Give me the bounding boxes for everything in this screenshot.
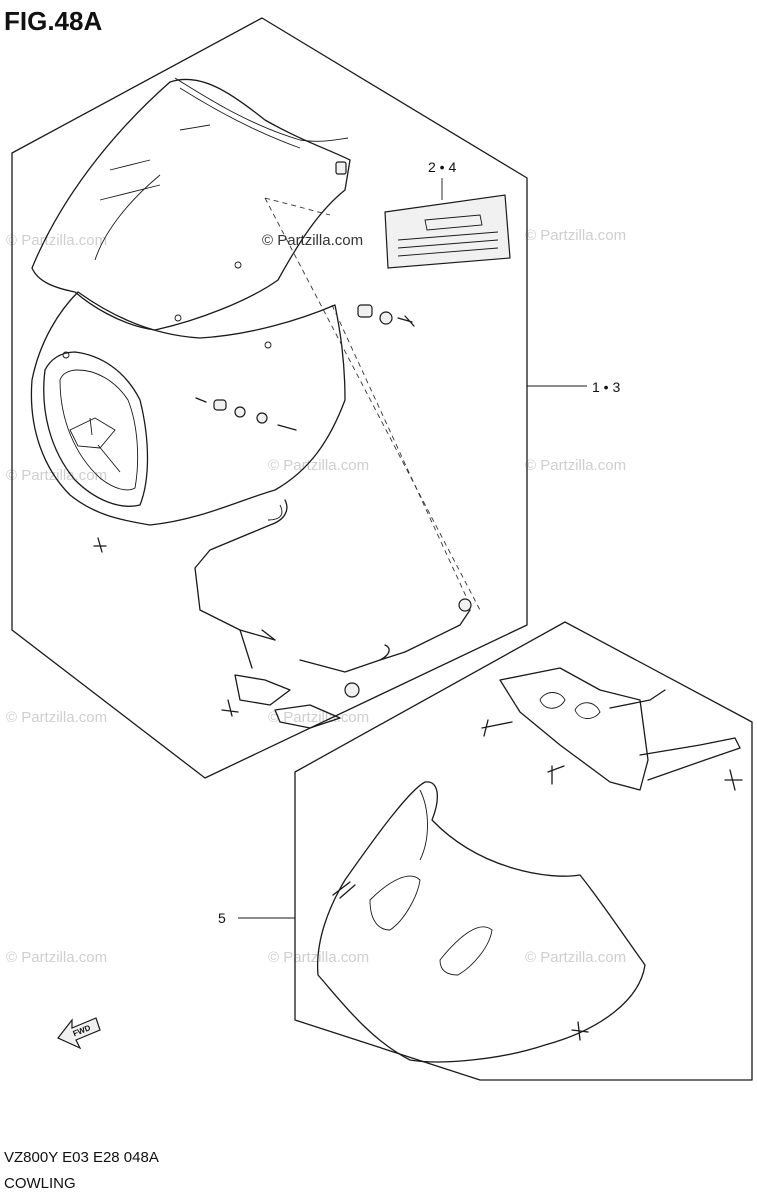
section-name: COWLING — [4, 1175, 76, 1192]
lower-cowling — [316, 781, 646, 1063]
figure-title: FIG.48A — [4, 6, 102, 36]
watermark: © Partzilla.com — [6, 709, 107, 726]
watermark: © Partzilla.com — [268, 457, 369, 474]
watermark: © Partzilla.com — [6, 232, 107, 249]
forward-direction-icon: FWD — [57, 1017, 101, 1050]
watermark: © Partzilla.com — [525, 949, 626, 966]
watermark: © Partzilla.com — [525, 227, 626, 244]
watermark: © Partzilla.com — [525, 457, 626, 474]
callout-5: 5 — [218, 910, 226, 926]
lower-assembly-boundary — [294, 621, 753, 1081]
leader-lines — [238, 178, 587, 919]
callout-1-3: 1 • 3 — [592, 379, 620, 395]
watermark: © Partzilla.com — [6, 467, 107, 484]
cowling-stay — [93, 499, 472, 729]
upper-assembly-boundary — [11, 17, 528, 779]
alignment-lines — [264, 197, 481, 611]
windscreen — [31, 77, 351, 331]
emblem-plate — [384, 194, 511, 269]
watermark: © Partzilla.com — [6, 949, 107, 966]
upper-cowling-body — [30, 261, 346, 526]
watermark-group: © Partzilla.com © Partzilla.com © Partzi… — [6, 227, 626, 966]
lower-cowling-bracket — [481, 667, 743, 791]
upper-hardware — [195, 304, 415, 431]
watermark: © Partzilla.com — [268, 709, 369, 726]
model-code: VZ800Y E03 E28 048A — [4, 1149, 159, 1166]
watermark: © Partzilla.com — [268, 949, 369, 966]
watermark-dark: © Partzilla.com — [262, 232, 363, 249]
callout-2-4: 2 • 4 — [428, 159, 456, 175]
